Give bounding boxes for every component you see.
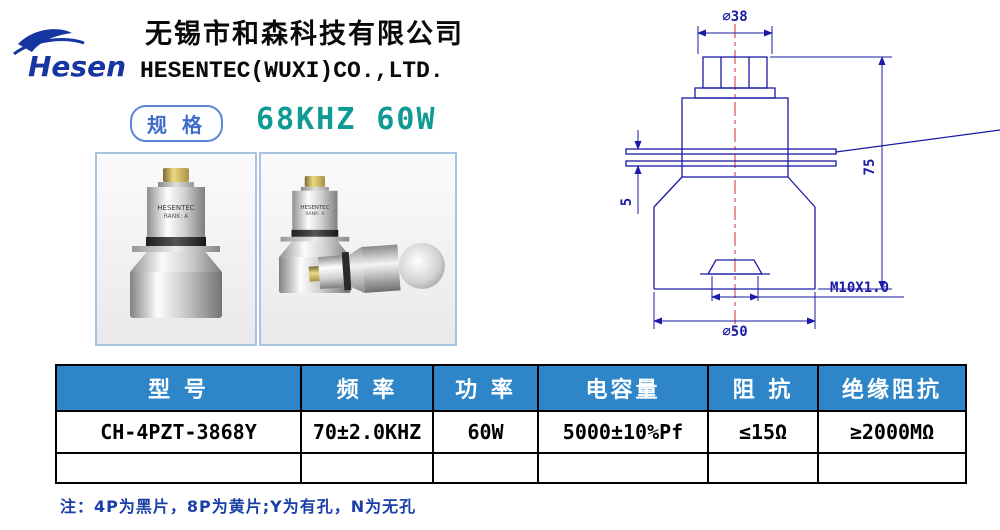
cell-impedance: ≤15Ω <box>707 410 819 454</box>
dim-bottom-diameter-label: ⌀50 <box>722 324 747 340</box>
empty-cell <box>707 452 819 484</box>
transducer-brand-label: HESENTEC <box>300 203 330 210</box>
transducer-lying <box>308 241 447 296</box>
logo-text: Hesen <box>28 50 126 83</box>
transducer-ring <box>146 237 206 246</box>
cell-model: CH-4PZT-3868Y <box>55 410 302 454</box>
cell-power: 60W <box>432 410 539 454</box>
transducer-upright: HESENTEC RANK: A <box>130 168 222 318</box>
transducer-flange <box>132 246 220 252</box>
transducer-brand-label: HESENTEC <box>157 203 195 212</box>
empty-cell <box>537 452 709 484</box>
transducer-base <box>361 244 401 293</box>
product-photo-2: HESENTEC RANK: A <box>259 152 457 346</box>
transducer-nut <box>304 176 326 187</box>
technical-drawing: ⌀38 75 5 M10X1.0 ⌀50 <box>619 9 1000 340</box>
spec-badge: 规 格 <box>130 105 223 142</box>
col-header-capacitance: 电容量 <box>537 364 709 412</box>
col-header-impedance: 阻 抗 <box>707 364 819 412</box>
transducer-body: HESENTEC RANK: A <box>147 187 205 237</box>
cell-frequency: 70±2.0KHZ <box>300 410 434 454</box>
empty-cell <box>300 452 434 484</box>
logo-swoosh-line-icon <box>13 38 85 56</box>
col-header-model: 型 号 <box>55 364 302 412</box>
empty-cell <box>817 452 967 484</box>
transducer-bottom-face <box>397 241 447 291</box>
transducer-washer <box>158 182 194 187</box>
empty-cell <box>55 452 302 484</box>
company-name-cn: 无锡市和森科技有限公司 <box>145 19 464 50</box>
dim-plate-label: 5 <box>619 198 635 206</box>
dim-top-diameter-label: ⌀38 <box>722 9 747 25</box>
spec-table-empty-row <box>55 452 967 484</box>
hesen-logo: Hesen <box>13 29 126 83</box>
spec-table-header-row: 型 号 频 率 功 率 电容量 阻 抗 绝缘阻抗 <box>55 364 967 412</box>
spec-table: 型 号 频 率 功 率 电容量 阻 抗 绝缘阻抗 CH-4PZT-3868Y 7… <box>55 364 967 484</box>
transducer-cone <box>130 252 222 272</box>
transducer-rank-label: RANK: A <box>163 212 189 220</box>
empty-cell <box>432 452 539 484</box>
dim-height-label: 75 <box>862 159 878 176</box>
transducer-body: HESENTEC RANK: A <box>292 190 338 230</box>
transducer-ring <box>291 229 339 237</box>
product-photo-1: HESENTEC RANK: A <box>95 152 257 346</box>
transducer-cone <box>279 241 351 258</box>
transducer-rank-label: RANK: A <box>305 210 325 217</box>
dim-thread-label: M10X1.0 <box>830 280 889 296</box>
footnote: 注：4P为黑片，8P为黄片;Y为有孔，N为无孔 <box>60 497 417 516</box>
part-outline <box>625 56 1000 290</box>
transducer-flange <box>280 236 350 242</box>
col-header-frequency: 频 率 <box>300 364 434 412</box>
cell-capacitance: 5000±10%Pf <box>537 410 709 454</box>
col-header-power: 功 率 <box>432 364 539 412</box>
transducer-base <box>130 272 222 318</box>
transducer-nut <box>163 168 189 182</box>
company-name-en: HESENTEC(WUXI)CO.,LTD. <box>140 58 444 84</box>
transducer-body <box>318 255 345 290</box>
spec-value: 68KHZ 60W <box>256 102 437 137</box>
transducer-washer <box>300 186 329 191</box>
cell-insulation: ≥2000MΩ <box>817 410 967 454</box>
col-header-insulation: 绝缘阻抗 <box>817 364 967 412</box>
dimension-lines <box>634 26 904 329</box>
spec-table-value-row: CH-4PZT-3868Y 70±2.0KHZ 60W 5000±10%Pf ≤… <box>55 410 967 454</box>
